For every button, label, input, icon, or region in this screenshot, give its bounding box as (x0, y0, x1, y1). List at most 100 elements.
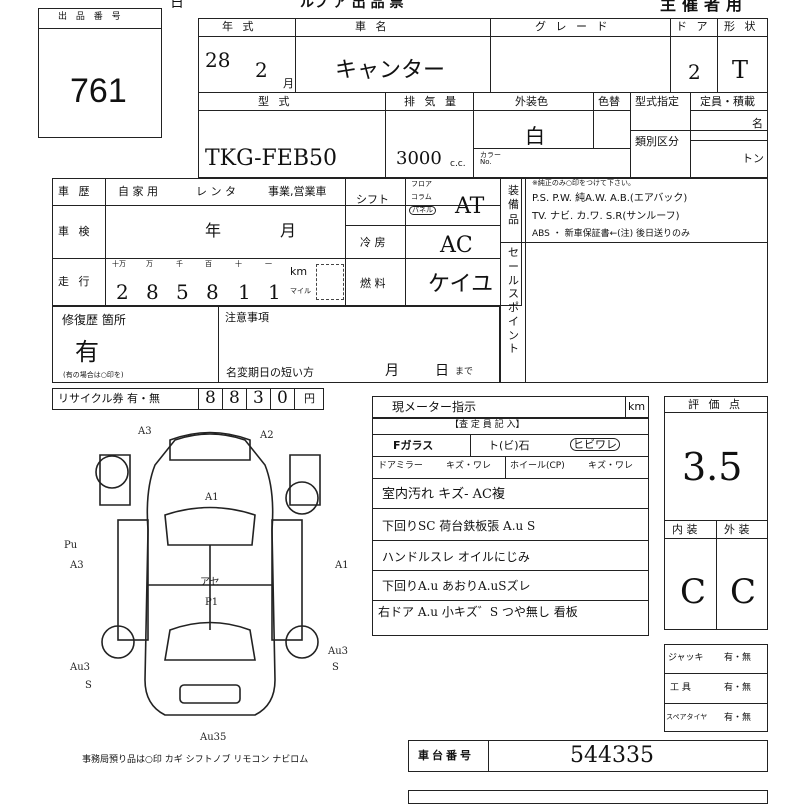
recycle-digit: 0 (277, 388, 288, 408)
chassis-box (408, 740, 768, 772)
doors-value: 2 (688, 60, 701, 84)
interior-label: 内 装 (672, 523, 698, 536)
header-tab-left: 日 (170, 0, 184, 11)
history-label: 車 歴 (58, 185, 93, 198)
lot-number-box (38, 8, 162, 138)
sales-point-label: セールスポイント (508, 246, 519, 356)
mileage-digit: 5 (176, 280, 189, 304)
owner-copy-label: 主催者用 (660, 0, 749, 14)
exterior-grade-label: 外 装 (724, 523, 750, 536)
inspector-box (372, 418, 649, 636)
tools-label: 工 具 (670, 683, 691, 693)
car-damage-diagram: A3 A2 A1 Pu A3 A1 アセ P1 Au3 S Au3 S Au35 (64, 426, 349, 740)
recycle-unit: 円 (304, 392, 315, 405)
jack-label: ジャッキ (668, 653, 704, 663)
inspector-header: 【査 定 員 記 入】 (450, 420, 525, 430)
color-no-label: カラー No. (480, 151, 501, 166)
meter-unit: km (628, 400, 646, 413)
equipment-line1: P.S. P.W. 純A.W. A.B.(エアバック) (532, 193, 688, 204)
mileage-digit: 1 (238, 280, 251, 304)
remark-line: 右ドア A.u 小キズ゛S つや無し 看板 (378, 605, 578, 619)
grade-label: グ レ ー ド (535, 20, 611, 33)
mileage-digit: 1 (268, 280, 281, 304)
month-unit: 月 (283, 77, 294, 90)
glass-option-chip: ト(ビ)石 (488, 439, 530, 452)
recycle-box (52, 388, 324, 410)
chassis-number: 544335 (570, 743, 654, 768)
interior-grade: C (680, 572, 707, 612)
remark-line: 室内汚れ キズ- AC複 (382, 487, 505, 502)
damage-mark: A3 (69, 560, 84, 571)
jack-options: 有・無 (724, 653, 752, 663)
registration-month: 月 (385, 363, 399, 379)
exterior-grade: C (730, 572, 757, 612)
damage-mark: S (85, 680, 92, 691)
repair-label: 修復歴 箇所 (62, 313, 126, 327)
displacement-value: 3000 (396, 148, 442, 169)
fuel-label: 燃 料 (360, 277, 386, 290)
aircon-label: 冷 房 (360, 236, 386, 249)
meter-box (372, 396, 649, 418)
damage-mark: A1 (334, 560, 349, 571)
registration-until: まで (455, 367, 474, 377)
damage-mark: Pu (64, 540, 78, 551)
damage-mark: Au35 (199, 732, 226, 740)
damage-mark: S (332, 662, 339, 673)
tools-box (664, 644, 768, 732)
wheel-front-right (285, 481, 319, 515)
fuel-value: ケイユ (428, 272, 494, 297)
recycle-digit: 8 (229, 388, 240, 408)
car-rear-plate (179, 684, 241, 704)
mileage-digit: 8 (206, 280, 219, 304)
equipment-label: 装 備 品 (508, 184, 519, 226)
tons-unit: トン (742, 152, 764, 165)
car-rear-window (164, 621, 256, 661)
damage-mark: A1 (204, 492, 219, 503)
mirror-options: キズ・ワレ (446, 461, 492, 471)
vehicle-table (198, 18, 768, 178)
chassis-label: 車台番号 (418, 749, 474, 762)
mileage-digit: 8 (146, 280, 159, 304)
shift-label: シフト (356, 193, 389, 206)
lot-number: 761 (70, 72, 127, 110)
exterior-value: 白 (525, 124, 545, 148)
damage-mark: A3 (137, 426, 152, 437)
cc-unit: c.c. (450, 159, 466, 169)
mileage-checkbox (316, 264, 344, 300)
history-option-private: 自 家 用 (118, 185, 158, 198)
tools-options: 有・無 (724, 683, 752, 693)
damage-mark: アセ (200, 576, 220, 588)
equipment-line3: ABS ・ 新車保証書←(注) 後日送りのみ (532, 229, 691, 239)
recycle-label: リサイクル券 有・無 (58, 392, 160, 405)
damage-mark: Au3 (69, 662, 90, 673)
aircon-value: AC (440, 233, 473, 258)
displacement-label: 排 気 量 (404, 95, 459, 108)
remark-line: 下回りSC 荷台鉄板張 A.u S (382, 519, 536, 533)
mileage-label: 走 行 (58, 275, 93, 288)
wheel-options: キズ・ワレ (588, 461, 634, 471)
repair-value: 有 (75, 338, 99, 366)
history-option-commercial: 事業,営業車 (268, 185, 327, 198)
damage-mark: A2 (259, 430, 274, 441)
wheel-front-left (95, 455, 129, 489)
body-value: T (732, 56, 749, 84)
spare-label: スペアタイヤ (666, 713, 708, 721)
sales-point-box (500, 243, 768, 383)
model-value: TKG-FEB50 (205, 146, 338, 171)
evaluation-score: 3.5 (682, 445, 743, 489)
km-label: km (290, 265, 308, 278)
wheel-label: ホイール(CP) (510, 461, 565, 471)
shift-value: AT (455, 194, 485, 219)
mirror-label: ドアミラー (378, 461, 423, 471)
equipment-box (500, 178, 768, 243)
exterior-label: 外装色 (515, 95, 548, 108)
damage-mark: P1 (205, 597, 218, 608)
model-label: 型 式 (258, 95, 293, 108)
right-side-panel (271, 519, 303, 641)
body-label: 形 状 (724, 20, 759, 33)
glass-label: Fガラス (393, 439, 434, 452)
right-front-fender (289, 454, 321, 506)
doors-label: ド ア (676, 20, 711, 33)
mile-label: マイル (290, 287, 311, 295)
spare-options: 有・無 (724, 713, 752, 723)
